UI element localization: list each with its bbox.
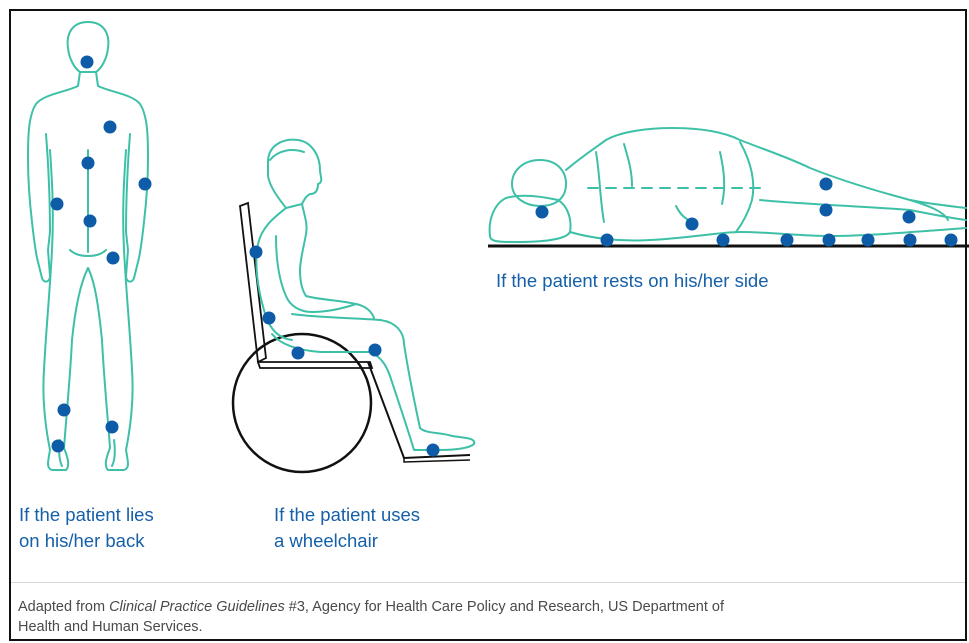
pressure-point-elbow-right — [138, 177, 152, 191]
wheelchair-icon — [231, 201, 471, 474]
pressure-point-shoulder-blade — [103, 120, 117, 134]
seated-person-icon — [255, 138, 476, 451]
pressure-point-heel-side — [944, 233, 958, 247]
pressure-point-hip — [106, 251, 120, 265]
credit-divider — [11, 582, 965, 583]
pressure-point-ankle-top — [902, 210, 916, 224]
caption-wheelchair-line2: a wheelchair — [274, 530, 378, 551]
wheelchair-pressure-points — [249, 245, 440, 457]
pressure-point-knee-top — [819, 177, 833, 191]
caption-side: If the patient rests on his/her side — [496, 270, 769, 291]
pressure-point-knee-mid — [819, 203, 833, 217]
standing-body-icon — [27, 21, 149, 471]
side-lying-person-icon — [488, 127, 967, 243]
pressure-point-shoulder — [249, 245, 263, 259]
pressure-point-elbow-left — [50, 197, 64, 211]
credit-prefix: Adapted from — [18, 599, 110, 615]
source-credit: Adapted from Clinical Practice Guideline… — [18, 597, 953, 637]
pressure-point-heel — [426, 443, 440, 457]
side-lying-pressure-points — [535, 177, 958, 247]
standing-pressure-points — [50, 55, 152, 453]
pressure-point-ear — [535, 205, 549, 219]
pressure-point-knee-back — [368, 343, 382, 357]
pressure-point-sacrum — [83, 214, 97, 228]
credit-suffix: #3, Agency for Health Care Policy and Re… — [284, 599, 725, 615]
pressure-point-thigh — [780, 233, 794, 247]
pressure-point-calf — [861, 233, 875, 247]
pressure-point-buttock — [291, 346, 305, 360]
pressure-point-heel-left — [51, 439, 65, 453]
caption-back-line2: on his/her back — [19, 530, 145, 551]
credit-line2: Health and Human Services. — [18, 619, 203, 635]
credit-title: Clinical Practice Guidelines — [109, 599, 285, 615]
pressure-point-shoulder-side — [600, 233, 614, 247]
caption-wheelchair-line1: If the patient uses — [274, 504, 421, 525]
pressure-point-hip-side — [716, 233, 730, 247]
wheelchair-wheel — [231, 332, 373, 474]
caption-back-line1: If the patient lies — [19, 504, 154, 525]
caption-back: If the patient lies on his/her back — [19, 502, 239, 554]
figure-frame — [9, 9, 967, 641]
pressure-point-ankle-bottom — [903, 233, 917, 247]
pressure-point-head — [80, 55, 94, 69]
pressure-point-spine — [81, 156, 95, 170]
pressure-point-knee-left — [57, 403, 71, 417]
caption-wheelchair: If the patient uses a wheelchair — [274, 502, 494, 554]
pressure-point-lower-back — [262, 311, 276, 325]
pressure-point-knee-bottom — [822, 233, 836, 247]
pressure-point-ribs — [685, 217, 699, 231]
pressure-point-heel-right — [105, 420, 119, 434]
